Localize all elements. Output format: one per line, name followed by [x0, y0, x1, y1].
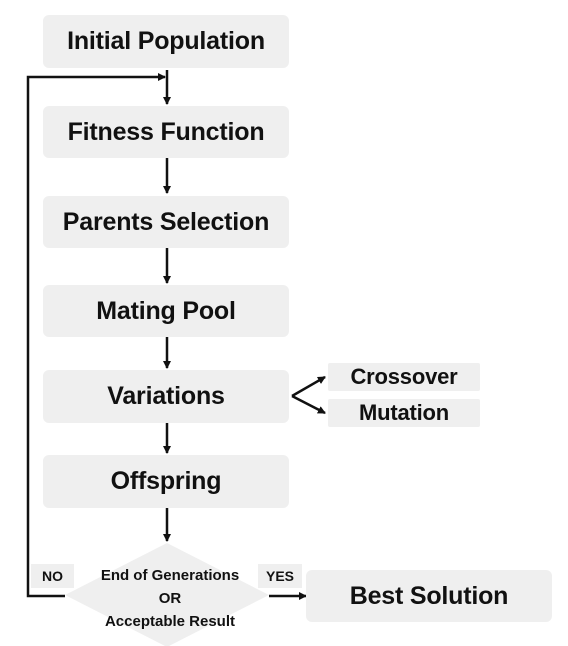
arrow-no-loop-back	[26, 73, 166, 598]
node-label: Best Solution	[349, 581, 509, 610]
yes-label-text: YES	[265, 568, 294, 584]
node-label: Variations	[107, 382, 225, 410]
arrow-variations-to-crossover	[291, 375, 326, 398]
node-label: Offspring	[110, 467, 222, 495]
node-label: Crossover	[350, 364, 458, 389]
node-crossover: Crossover	[328, 363, 480, 391]
node-label: Parents Selection	[62, 207, 270, 236]
node-best-solution: Best Solution	[306, 570, 552, 622]
no-label: NO	[31, 564, 74, 588]
no-label-text: NO	[42, 568, 63, 584]
node-mating-pool: Mating Pool	[43, 285, 289, 337]
node-label: Fitness Function	[67, 117, 265, 146]
arrow-variations-to-mutation	[291, 394, 326, 415]
node-variations: Variations	[43, 370, 289, 423]
node-mutation: Mutation	[328, 399, 480, 427]
node-label: Initial Population	[67, 27, 265, 55]
decision-diamond	[65, 543, 269, 646]
node-parents-selection: Parents Selection	[43, 196, 289, 248]
yes-label: YES	[258, 564, 302, 588]
decision-label: End of Generations OR Acceptable Result	[74, 564, 266, 633]
decision-line-3: Acceptable Result	[104, 613, 236, 630]
node-offspring: Offspring	[43, 455, 289, 508]
node-initial-population: Initial Population	[43, 15, 289, 68]
decision-line-2: OR	[158, 590, 182, 607]
node-fitness-function: Fitness Function	[43, 106, 289, 158]
decision-line-1: End of Generations	[100, 567, 240, 584]
node-label: Mating Pool	[96, 296, 236, 325]
node-label: Mutation	[358, 400, 450, 425]
